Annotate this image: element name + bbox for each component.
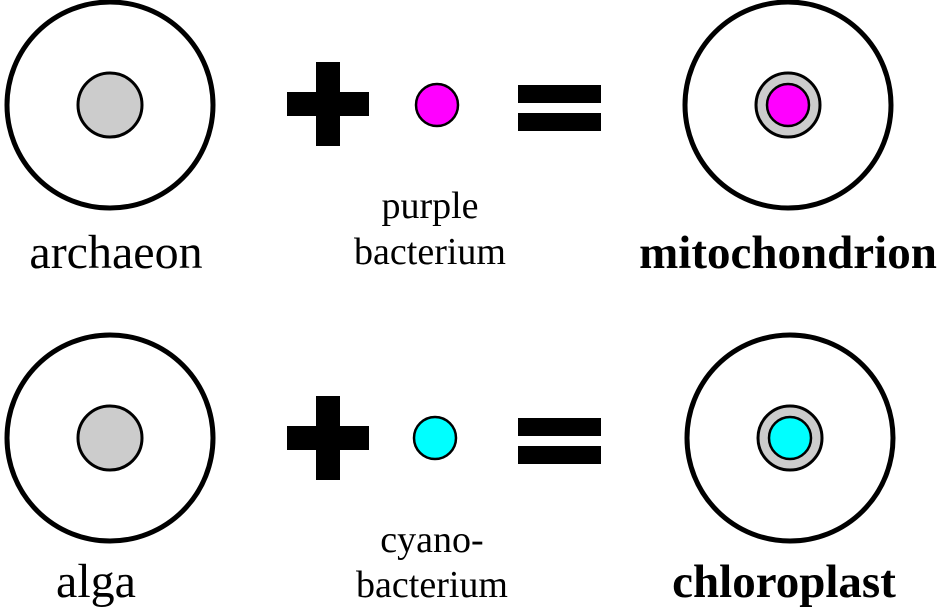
host-nucleus <box>76 404 144 472</box>
cyanobacterium-cell <box>412 415 458 461</box>
product-label: chloroplast <box>672 556 896 608</box>
row-mitochondrion: archaeon purple bacterium mitochondrion <box>4 0 937 279</box>
host-label: alga <box>56 555 136 608</box>
host-label: archaeon <box>29 226 202 279</box>
host-cell-alga <box>4 332 216 544</box>
symbiont-label-line1: purple <box>381 185 478 227</box>
equals-sign <box>518 85 601 131</box>
plus-sign <box>287 396 369 480</box>
engulfed-cyanobacterium <box>767 415 813 461</box>
purple-bacterium-cell <box>414 82 460 128</box>
symbiont-label-line2: bacterium <box>356 564 508 606</box>
symbiont-label-line2: bacterium <box>354 231 506 273</box>
product-label: mitochondrion <box>639 227 937 279</box>
row-chloroplast: alga cyano- bacterium chloroplast <box>4 332 896 608</box>
product-cell-mitochondrion <box>682 0 894 211</box>
plus-sign <box>287 62 369 146</box>
product-cell-chloroplast <box>684 332 896 544</box>
host-nucleus <box>76 71 144 139</box>
symbiont-label-line1: cyano- <box>380 519 483 561</box>
equals-sign <box>518 418 601 464</box>
engulfed-purple-bacterium <box>765 82 811 128</box>
host-cell-archaeon <box>4 0 216 211</box>
